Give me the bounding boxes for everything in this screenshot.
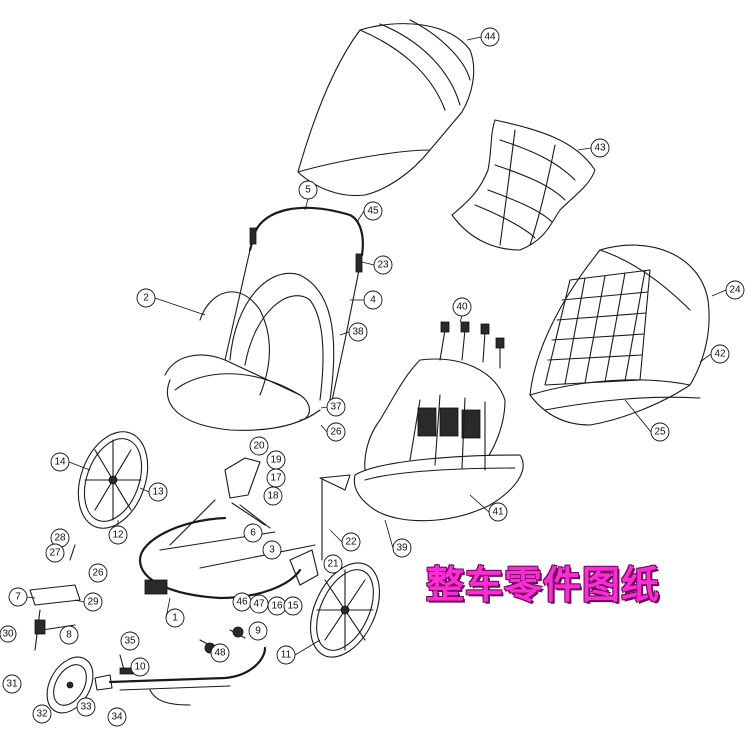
callout-label-5: 5 <box>305 185 311 196</box>
callout-label-32: 32 <box>36 709 48 720</box>
callout-label-38: 38 <box>352 327 364 338</box>
callout-label-27: 27 <box>49 548 61 559</box>
callout-label-18: 18 <box>267 491 279 502</box>
callout-label-37: 37 <box>330 402 342 413</box>
front-fork-part <box>94 626 267 706</box>
callout-label-41: 41 <box>492 507 504 518</box>
callout-label-20: 20 <box>253 441 265 452</box>
callout-label-19: 19 <box>270 455 282 466</box>
callout-label-31: 31 <box>6 679 18 690</box>
callout-label-22: 22 <box>345 537 357 548</box>
callout-label-13: 13 <box>152 487 164 498</box>
callout-label-39: 39 <box>396 543 408 554</box>
callout-label-25: 25 <box>654 427 666 438</box>
callout-label-1: 1 <box>172 613 178 624</box>
callout-label-26-left: 26 <box>92 568 104 579</box>
callout-label-46: 46 <box>236 597 248 608</box>
callout-label-11: 11 <box>281 650 292 661</box>
callout-label-7: 7 <box>15 592 21 603</box>
callout-label-12: 12 <box>112 530 124 541</box>
chassis-frame-part <box>138 457 319 600</box>
rear-right-wheel-part <box>310 562 380 658</box>
callout-label-24: 24 <box>729 285 741 296</box>
callout-label-26-top: 26 <box>330 427 342 438</box>
diagram-caption: 整车零件图纸 <box>426 563 661 607</box>
hood-frame-part <box>164 272 335 431</box>
callout-label-43: 43 <box>594 143 606 154</box>
callout-label-42: 42 <box>714 349 726 360</box>
callout-label-21: 21 <box>327 559 339 570</box>
callout-label-8: 8 <box>66 630 72 641</box>
callout-label-14: 14 <box>54 457 66 468</box>
callout-label-48: 48 <box>214 648 226 659</box>
callout-label-40: 40 <box>456 302 468 313</box>
callout-label-45: 45 <box>367 206 379 217</box>
callout-label-17: 17 <box>270 473 282 484</box>
callout-labels: 44 43 5 45 23 24 2 4 42 40 38 37 26 25 2… <box>0 27 745 727</box>
rear-left-wheel-part <box>77 431 149 529</box>
callout-label-15: 15 <box>287 601 299 612</box>
callout-label-3: 3 <box>269 545 275 556</box>
callout-label-47: 47 <box>253 599 265 610</box>
callout-label-6: 6 <box>250 528 256 539</box>
seat-pad-part <box>451 119 596 251</box>
callout-label-30: 30 <box>2 629 14 640</box>
callout-label-4: 4 <box>370 295 376 306</box>
seat-body-part <box>319 321 524 561</box>
callout-label-35: 35 <box>124 636 136 647</box>
callout-label-16: 16 <box>271 601 283 612</box>
callout-label-29: 29 <box>87 597 99 608</box>
callout-label-10: 10 <box>134 662 146 673</box>
callout-label-9: 9 <box>255 626 261 637</box>
callout-label-44: 44 <box>484 32 496 43</box>
callout-label-23-top: 23 <box>377 260 389 271</box>
mesh-canopy-part <box>529 244 710 426</box>
handlebar-part <box>224 206 364 411</box>
callout-label-34: 34 <box>111 712 123 723</box>
callout-label-33: 33 <box>80 702 92 713</box>
callout-label-28: 28 <box>54 533 66 544</box>
canopy-part <box>297 19 475 197</box>
callout-label-2: 2 <box>143 293 149 304</box>
